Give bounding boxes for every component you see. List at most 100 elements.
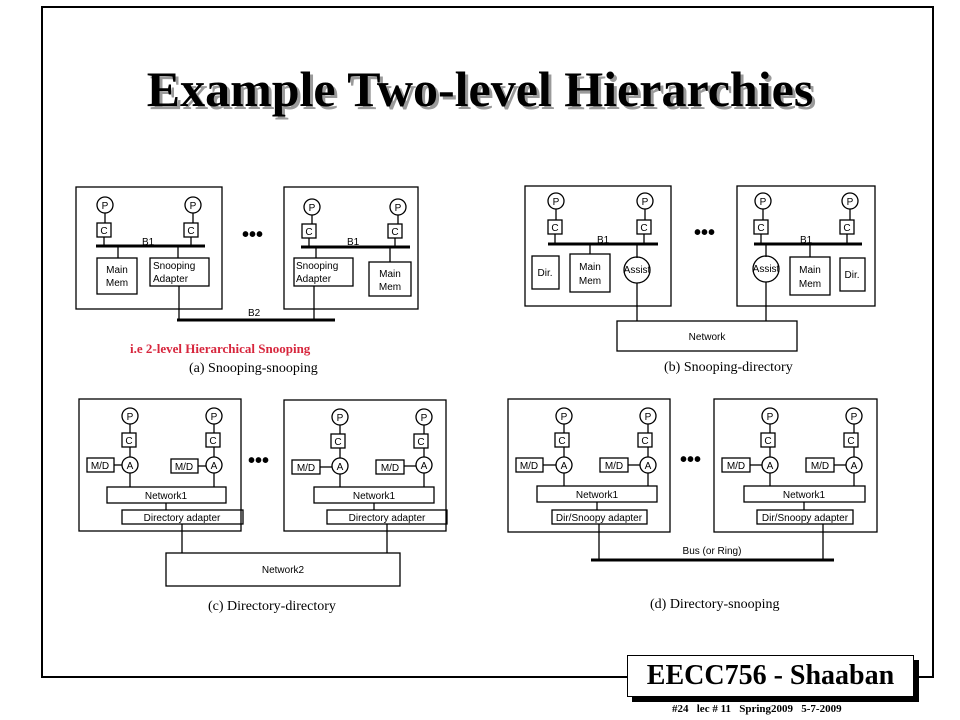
directory-label: Dir. — [845, 270, 860, 281]
panel-directory-directory: P C A M/D P C A M/D Network1 Directory a… — [78, 398, 448, 614]
cache — [121, 432, 137, 448]
processor-label: P — [760, 197, 767, 208]
ellipsis: ••• — [242, 224, 263, 246]
memory-directory-label: M/D — [811, 461, 829, 472]
dirsnoopy-adapter-label: Dir/Snoopy adapter — [556, 513, 643, 524]
processor-label: P — [561, 412, 568, 423]
cache — [760, 432, 776, 448]
cache-label: C — [551, 223, 558, 234]
snooping-adapter-label: Snooping — [153, 261, 195, 272]
panel-snooping-directory: P C P C B1 Dir. Main Mem Assist P C P C — [524, 185, 876, 375]
cache-label: C — [100, 226, 107, 237]
cache-label: C — [305, 227, 312, 238]
snooping-adapter — [293, 257, 354, 287]
ellipsis: ••• — [680, 449, 701, 471]
memory-directory-label: M/D — [297, 463, 315, 474]
processor-label: P — [847, 197, 854, 208]
processor-label: P — [337, 413, 344, 424]
assist-label: A — [645, 461, 652, 472]
processor-label: P — [211, 412, 218, 423]
hierarchical-snooping-note: i.e 2-level Hierarchical Snooping — [130, 341, 311, 356]
network1-label: Network1 — [145, 491, 188, 502]
assist-label: A — [127, 461, 134, 472]
processor-label: P — [190, 201, 197, 212]
memory-directory-label: M/D — [605, 461, 623, 472]
panel-snooping-snooping: P C P C B1 Main Mem Snooping Adapter P C… — [75, 186, 419, 376]
processor-label: P — [645, 412, 652, 423]
memory-directory-label: M/D — [381, 463, 399, 474]
snooping-adapter-label: Snooping — [296, 261, 338, 272]
assist-label: Assist — [624, 265, 651, 276]
cache — [843, 432, 859, 448]
cache-label: C — [558, 436, 565, 447]
node-box — [713, 398, 878, 533]
node-box — [736, 185, 876, 307]
cache — [330, 433, 346, 449]
caption-b: (b) Snooping-directory — [664, 360, 793, 375]
cache — [413, 433, 429, 449]
caption-d: (d) Directory-snooping — [650, 597, 779, 612]
processor-label: P — [395, 203, 402, 214]
assist-label: A — [851, 461, 858, 472]
processor-label: P — [127, 412, 134, 423]
slide-frame — [41, 6, 934, 678]
bus-b2-label: B2 — [248, 308, 261, 319]
cache-label: C — [764, 436, 771, 447]
node-box — [75, 186, 223, 310]
cache-label: C — [417, 437, 424, 448]
network2-label: Network2 — [262, 565, 305, 576]
snooping-adapter-label: Adapter — [153, 274, 189, 285]
node-box — [78, 398, 242, 532]
memory-directory-label: M/D — [175, 462, 193, 473]
memory-directory — [375, 459, 405, 475]
cache — [637, 432, 653, 448]
cache-label: C — [209, 436, 216, 447]
main-memory — [789, 256, 831, 296]
main-memory-label: Mem — [579, 276, 601, 287]
network1-label: Network1 — [353, 491, 396, 502]
main-memory-label: Main — [799, 265, 821, 276]
network1-label: Network1 — [576, 490, 619, 501]
assist-label: A — [767, 461, 774, 472]
processor-label: P — [309, 203, 316, 214]
cache-label: C — [187, 226, 194, 237]
bus-b1-label: B1 — [800, 235, 813, 246]
slide-footer: #24 lec # 11 Spring2009 5-7-2009 — [672, 703, 842, 715]
bus-b1-label: B1 — [597, 235, 610, 246]
cache-label: C — [843, 223, 850, 234]
bus-b1-label: B1 — [347, 237, 360, 248]
memory-directory-label: M/D — [727, 461, 745, 472]
assist-label: A — [561, 461, 568, 472]
directory — [839, 257, 866, 292]
cache-label: C — [640, 223, 647, 234]
processor-label: P — [767, 412, 774, 423]
node-box — [283, 186, 419, 310]
cache-label: C — [757, 223, 764, 234]
bus-or-ring-label: Bus (or Ring) — [683, 546, 742, 557]
assist-label: Assist — [753, 264, 780, 275]
caption-a: (a) Snooping-snooping — [189, 361, 318, 376]
main-memory-label: Mem — [379, 282, 401, 293]
processor-label: P — [102, 201, 109, 212]
snooping-adapter-label: Adapter — [296, 274, 332, 285]
main-memory-label: Main — [106, 265, 128, 276]
network — [616, 320, 798, 352]
network-label: Network — [689, 332, 727, 343]
node-box — [507, 398, 671, 533]
memory-directory-label: M/D — [520, 461, 538, 472]
processor-label: P — [642, 197, 649, 208]
cache-label: C — [847, 436, 854, 447]
main-memory — [368, 261, 412, 297]
cache-label: C — [125, 436, 132, 447]
cache — [554, 432, 570, 448]
assist-label: A — [421, 461, 428, 472]
directory-adapter-label: Directory adapter — [349, 513, 426, 524]
caption-c: (c) Directory-directory — [208, 599, 336, 614]
processor-label: P — [851, 412, 858, 423]
directory-label: Dir. — [538, 268, 553, 279]
node-box — [524, 185, 672, 307]
directory — [531, 255, 560, 290]
processor-label: P — [421, 413, 428, 424]
main-memory — [96, 257, 138, 295]
